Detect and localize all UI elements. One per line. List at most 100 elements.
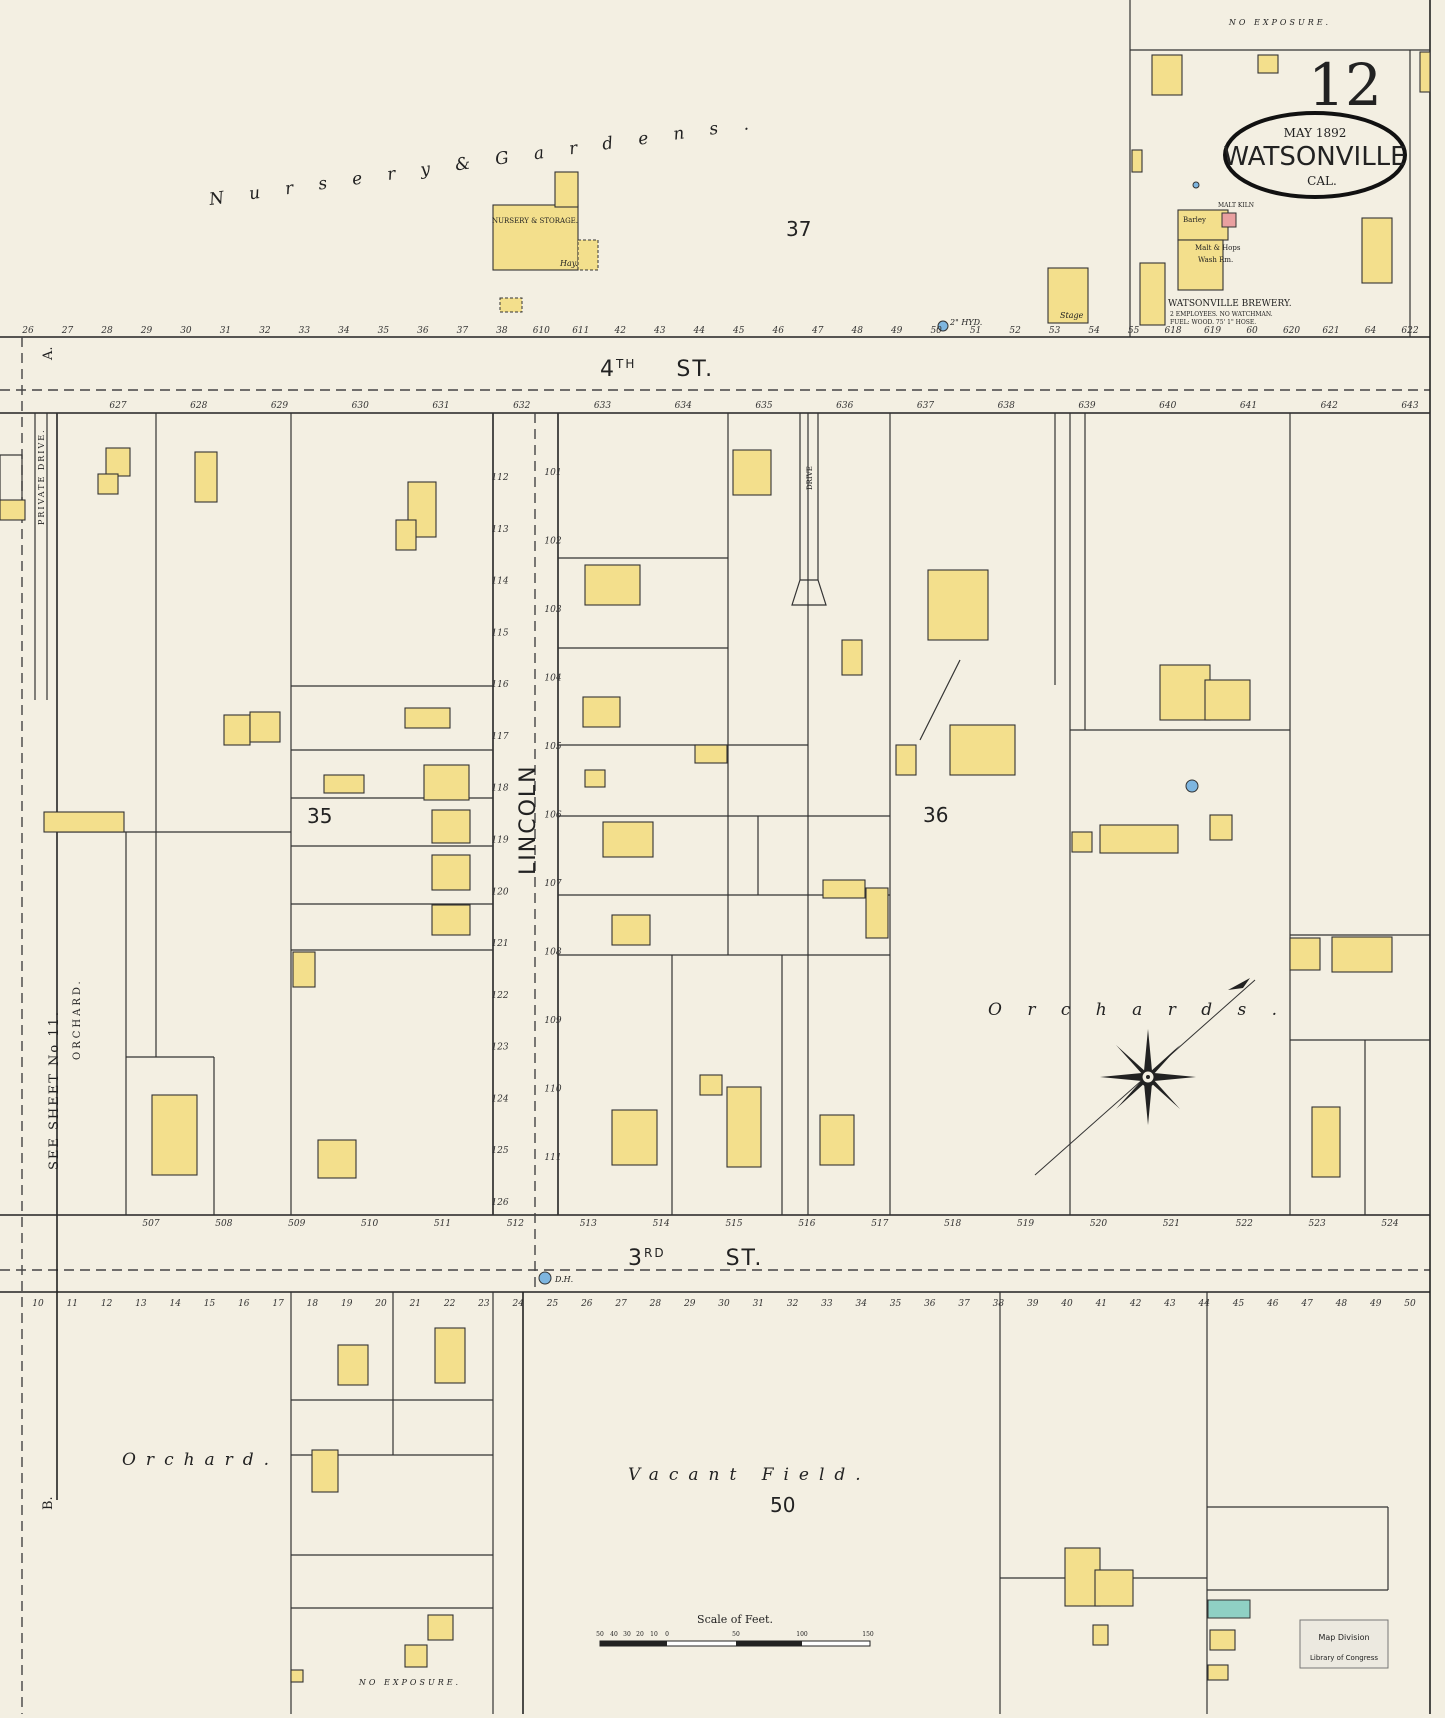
address-number: 111 (544, 1153, 561, 1163)
address-number: 513 (580, 1219, 597, 1229)
address-number: 521 (1163, 1219, 1180, 1229)
private-drive-label: PRIVATE DRIVE. (37, 428, 46, 525)
block-number-50: 50 (770, 1493, 795, 1517)
address-number: 17 (272, 1299, 284, 1309)
scale-label: Scale of Feet. (697, 1613, 773, 1626)
hydrant-label-fourth: 2" HYD. (949, 318, 982, 327)
address-number: 621 (1322, 326, 1339, 336)
address-number: 633 (594, 401, 611, 411)
address-number: 121 (491, 939, 508, 949)
address-number: 639 (1078, 401, 1095, 411)
address-number: 642 (1321, 401, 1338, 411)
street-b-label: B. (41, 1496, 56, 1510)
address-number: 101 (544, 468, 561, 478)
block-number-37: 37 (786, 217, 811, 241)
address-number: 20 (374, 1299, 387, 1309)
address-number: 631 (432, 401, 449, 411)
address-number: 28 (649, 1299, 662, 1309)
address-number: 106 (544, 811, 561, 821)
scale-tick: 10 (650, 1631, 658, 1638)
address-number: 107 (544, 879, 561, 889)
address-number: 105 (544, 742, 561, 752)
address-number: 46 (772, 326, 785, 336)
address-number: 16 (238, 1299, 250, 1309)
address-number: 27 (61, 326, 74, 336)
address-number: 515 (725, 1219, 742, 1229)
address-number: 518 (944, 1219, 961, 1229)
address-number: 618 (1164, 326, 1181, 336)
address-number: 45 (732, 326, 745, 336)
scale-tick: 100 (796, 1631, 808, 1638)
address-number: 611 (572, 326, 589, 336)
address-number: 42 (1129, 1299, 1142, 1309)
address-number: 51 (970, 326, 981, 336)
address-number: 64 (1365, 326, 1377, 336)
address-number: 610 (533, 326, 550, 336)
address-number: 40 (1060, 1299, 1073, 1309)
address-number: 34 (338, 326, 350, 336)
orchards-label: O r c h a r d s . (988, 1000, 1287, 1020)
address-number: 50 (930, 326, 942, 336)
address-number: 55 (1128, 326, 1140, 336)
address-number: 38 (993, 1299, 1005, 1309)
address-number: 123 (491, 1043, 508, 1053)
address-number: 116 (491, 680, 508, 690)
address-number: 517 (871, 1219, 888, 1229)
address-number: 628 (190, 401, 207, 411)
address-number: 643 (1401, 401, 1418, 411)
block-50-lots (290, 1292, 1389, 1714)
address-number: 35 (378, 326, 390, 336)
address-number: 29 (140, 326, 153, 336)
address-number: 508 (215, 1219, 232, 1229)
brewery-label-wash: Wash Rm. (1198, 256, 1233, 264)
address-number: 39 (1027, 1299, 1039, 1309)
address-number: 32 (787, 1299, 799, 1309)
address-number: 44 (693, 326, 706, 336)
address-row-lincoln-west: 1121131141151161171181191201211221231241… (491, 473, 508, 1208)
address-number: 522 (1236, 1219, 1253, 1229)
address-number: 12 (101, 1299, 113, 1309)
address-number: 104 (544, 674, 561, 684)
address-number: 634 (675, 401, 692, 411)
address-number: 110 (544, 1085, 561, 1095)
address-number: 33 (821, 1299, 833, 1309)
address-number: 23 (477, 1299, 490, 1309)
address-number: 25 (546, 1299, 559, 1309)
block-number-35: 35 (307, 804, 332, 828)
address-number: 126 (491, 1198, 508, 1208)
street-a-label: A. (41, 346, 56, 361)
stamp-line-1: Map Division (1318, 1633, 1369, 1642)
address-number: 113 (491, 525, 508, 535)
scale-bar (599, 1640, 871, 1647)
address-number: 37 (958, 1299, 970, 1309)
address-number: 512 (507, 1219, 524, 1229)
address-number: 509 (288, 1219, 305, 1229)
scale-tick: 50 (732, 1631, 740, 1638)
address-number: 119 (491, 836, 508, 846)
stage-label: Stage (1060, 311, 1084, 320)
address-number: 49 (890, 326, 903, 336)
address-number: 13 (135, 1299, 147, 1309)
address-number: 43 (1163, 1299, 1176, 1309)
address-number: 47 (811, 326, 824, 336)
address-number: 33 (299, 326, 311, 336)
buildings (0, 51, 1431, 1683)
address-number: 41 (1095, 1299, 1107, 1309)
address-number: 34 (855, 1299, 867, 1309)
city-name: WATSONVILLE (1223, 142, 1406, 172)
address-number: 640 (1159, 401, 1176, 411)
brewery-label-barley: Barley (1183, 216, 1206, 224)
address-number: 118 (491, 784, 508, 794)
stamp-line-2: Library of Congress (1310, 1654, 1378, 1662)
address-number: 120 (491, 887, 508, 897)
brewery-label-malt: Malt & Hops (1195, 244, 1241, 252)
address-number: 38 (496, 326, 508, 336)
address-number: 636 (836, 401, 853, 411)
